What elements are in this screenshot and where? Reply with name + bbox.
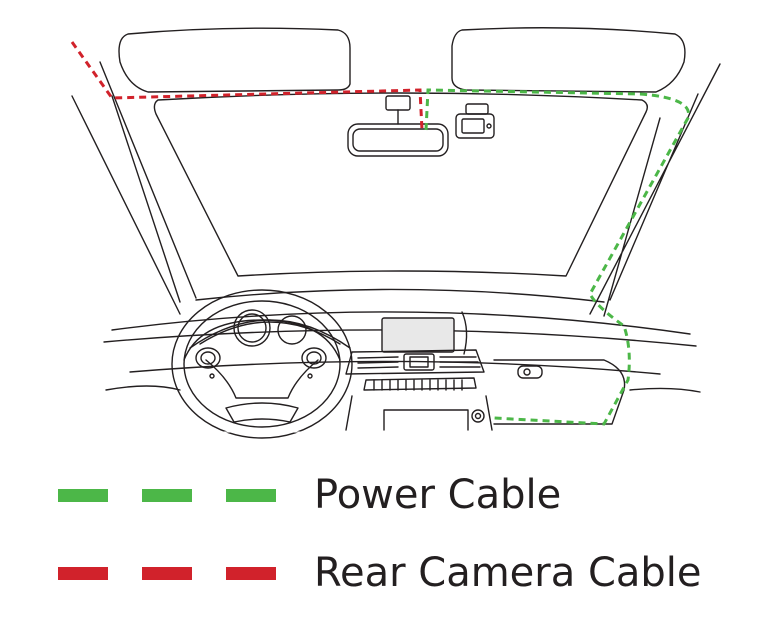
air-vents — [345, 349, 485, 391]
car-interior-diagram — [70, 27, 721, 439]
power-socket-icon — [471, 409, 485, 423]
legend-label-power-cable: Power Cable — [314, 472, 562, 518]
a-pillar-right — [589, 63, 721, 317]
center-display — [381, 317, 455, 353]
rear-swatch-dash — [58, 566, 108, 580]
power-swatch-dash — [58, 488, 108, 502]
power-swatch-dash — [226, 488, 276, 502]
dashboard-top — [111, 288, 691, 335]
windshield — [153, 92, 649, 277]
rear-camera-cable-swatch — [58, 566, 276, 580]
legend-item-power-cable: Power Cable — [58, 475, 561, 515]
sun-visor-right — [451, 27, 686, 93]
legend-label-rear-camera-cable: Rear Camera Cable — [314, 550, 702, 596]
power-swatch-dash — [142, 488, 192, 502]
power-cable-swatch — [58, 488, 276, 502]
a-pillar-left — [71, 61, 197, 315]
dash-camera-icon — [455, 103, 495, 139]
rear-swatch-dash — [226, 566, 276, 580]
steering-wheel-icon — [171, 289, 353, 439]
rear-camera-cable — [70, 41, 424, 131]
power-cable — [424, 88, 691, 426]
sun-visor-left — [118, 27, 351, 93]
rear-view-mirror-icon — [347, 95, 449, 157]
legend-item-rear-camera-cable: Rear Camera Cable — [58, 553, 702, 593]
rear-swatch-dash — [142, 566, 192, 580]
